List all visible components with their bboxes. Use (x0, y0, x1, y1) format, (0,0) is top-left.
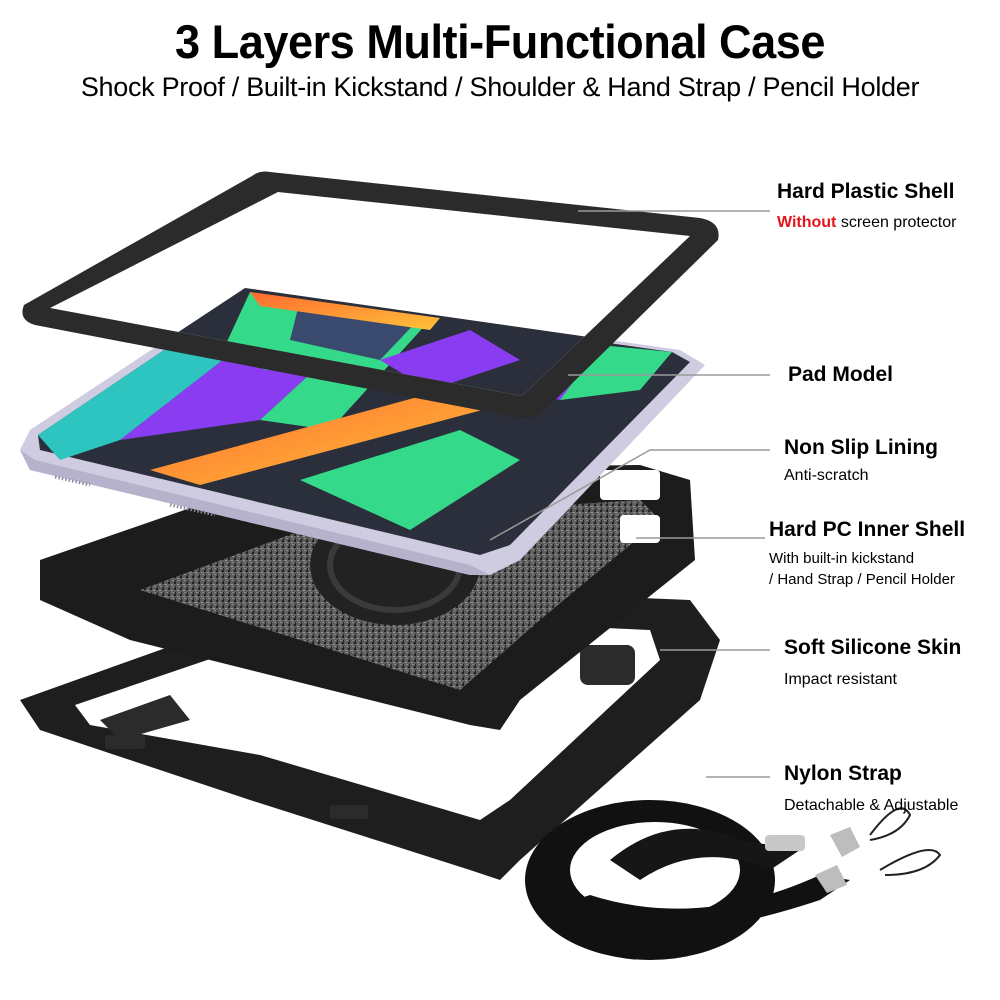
leader-lines (489, 210, 770, 778)
callout-title: Hard PC Inner Shell (769, 518, 966, 541)
callout-desc: Impact resistant (784, 671, 897, 688)
callout-title: Soft Silicone Skin (784, 636, 962, 659)
callout-desc: Anti-scratch (784, 467, 869, 484)
callout-desc: With built-in kickstand / Hand Strap / P… (769, 548, 965, 590)
callout-hard-plastic-shell: Hard Plastic Shell Without screen protec… (777, 180, 956, 233)
callout-title: Pad Model (788, 363, 894, 386)
callout-desc: Without screen protector (777, 212, 956, 233)
callout-title: Nylon Strap (784, 762, 902, 785)
callout-desc-line2: / Hand Strap / Pencil Holder (769, 571, 955, 588)
page-title: 3 Layers Multi-Functional Case (174, 15, 826, 68)
callout-title: Non Slip Lining (784, 436, 938, 459)
callout-title: Hard Plastic Shell (777, 180, 955, 203)
page-subtitle: Shock Proof / Built-in Kickstand / Shoul… (80, 72, 920, 102)
callout-hard-pc-inner-shell: Hard PC Inner Shell With built-in kickst… (769, 518, 965, 590)
callout-nylon-strap: Nylon Strap Detachable & Adjustable (784, 762, 958, 816)
callout-desc-line1: With built-in kickstand (769, 550, 915, 567)
callout-desc-accent: Without (777, 214, 837, 231)
callout-soft-silicone-skin: Soft Silicone Skin Impact resistant (784, 636, 961, 690)
callout-pad-model: Pad Model (788, 363, 893, 387)
callout-desc-text: screen protector (836, 214, 957, 231)
callout-non-slip-lining: Non Slip Lining Anti-scratch (784, 436, 938, 486)
callout-desc: Detachable & Adjustable (784, 797, 959, 814)
nylon-strap-shape (525, 800, 942, 960)
leader-non-slip-lining (489, 449, 770, 541)
